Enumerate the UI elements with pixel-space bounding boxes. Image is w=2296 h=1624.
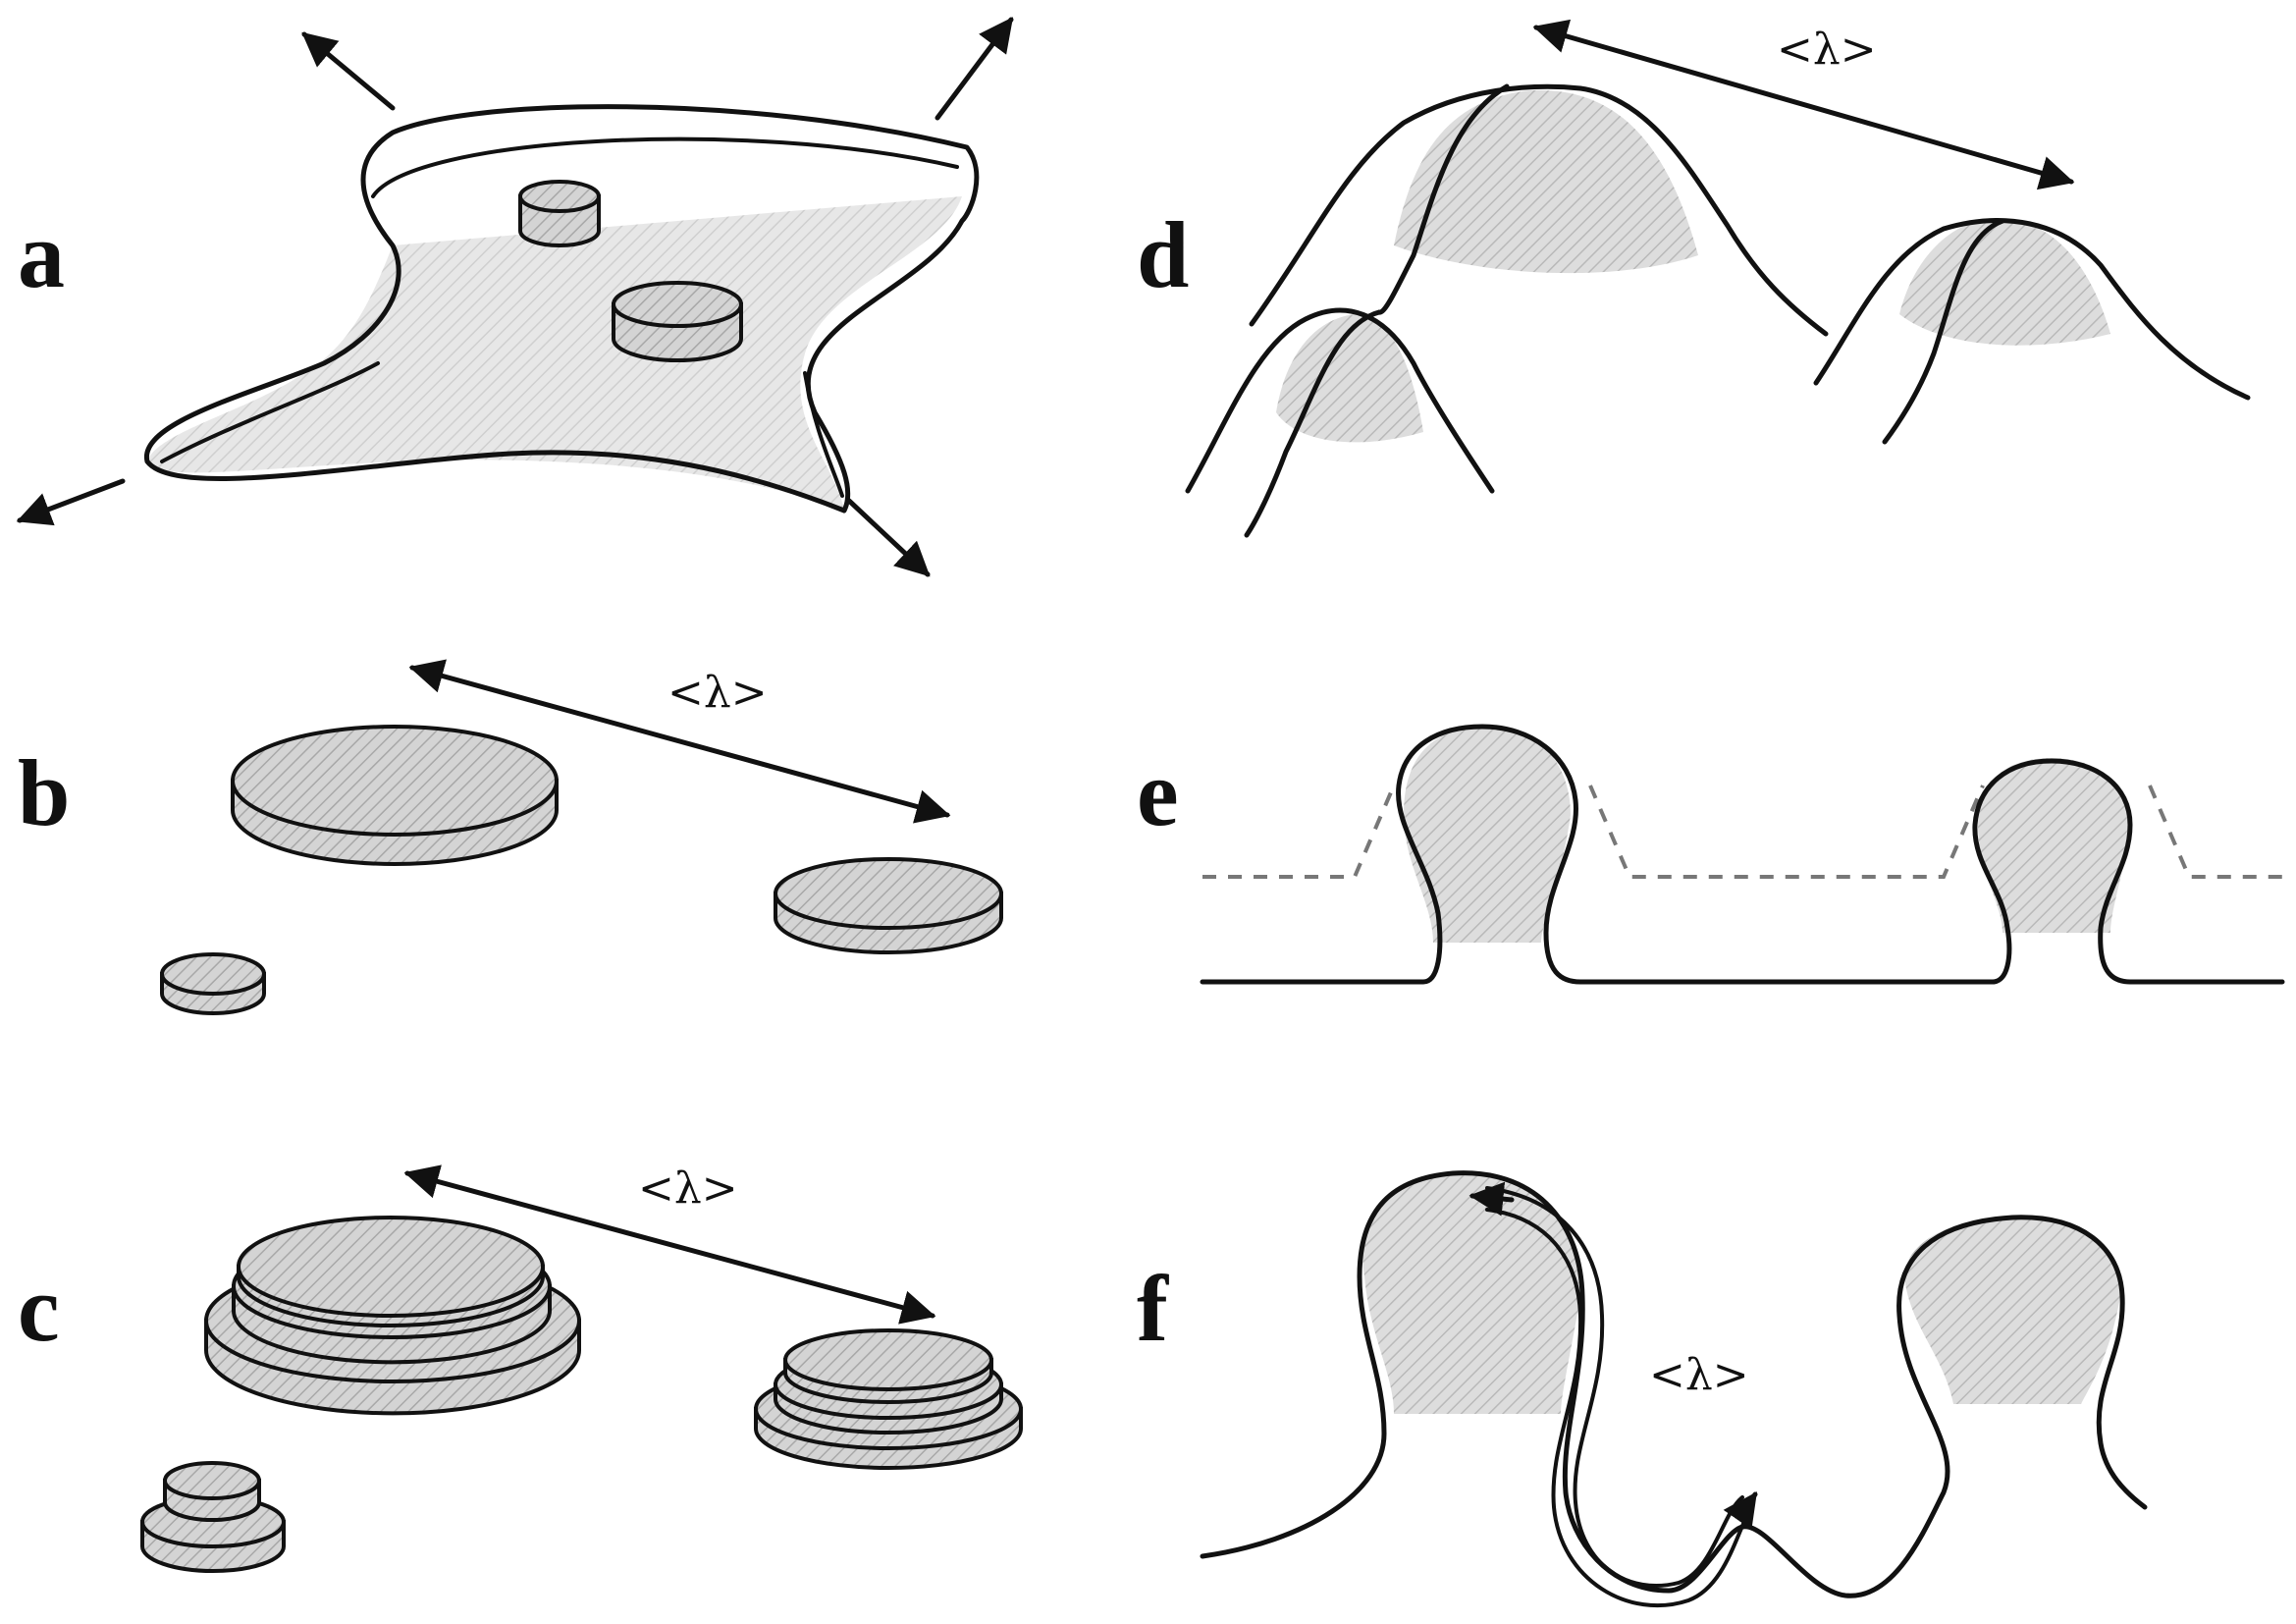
stretch-arrow-bottom-right bbox=[846, 498, 931, 577]
stretch-arrow-top-left bbox=[301, 31, 396, 111]
panel-a: a bbox=[16, 17, 1014, 577]
island-small bbox=[160, 952, 266, 1015]
stretch-arrow-bottom-left bbox=[16, 478, 126, 526]
blob-right-shade bbox=[1904, 1218, 2120, 1404]
island-medium bbox=[612, 281, 743, 362]
spacing-label: <λ> bbox=[667, 668, 768, 718]
mound-small-shade bbox=[1276, 314, 1423, 443]
island-medium bbox=[774, 857, 1003, 954]
stacked-island-small bbox=[140, 1461, 286, 1573]
membrane-edge-right bbox=[803, 371, 844, 498]
panel-c: c <λ> bbox=[18, 1164, 1023, 1573]
panel-letter-c: c bbox=[18, 1256, 60, 1361]
diffusion-arrow-head-top bbox=[1468, 1181, 1515, 1217]
column-left-shade bbox=[1404, 727, 1571, 943]
membrane-edge-left bbox=[160, 361, 380, 463]
diffusion-arrow-head-bottom bbox=[1723, 1491, 1758, 1530]
spacing-arrow bbox=[1532, 19, 2075, 190]
membrane-outline bbox=[144, 104, 980, 514]
mound-large-ridge bbox=[1376, 83, 1510, 315]
spacing-arrow bbox=[403, 1164, 936, 1325]
mound-right-shade bbox=[1899, 217, 2110, 346]
mound-small-ridge bbox=[1244, 309, 1382, 538]
membrane-sheet bbox=[147, 196, 962, 511]
panel-letter-a: a bbox=[18, 202, 65, 307]
panel-e: e bbox=[1137, 724, 2287, 985]
mound-small bbox=[1185, 307, 1495, 494]
island-small bbox=[518, 180, 601, 247]
membrane-rim bbox=[371, 136, 959, 198]
diffusion-path-inner bbox=[1485, 1208, 1754, 1607]
surface-profile bbox=[1200, 1170, 2148, 1598]
initial-surface-dashed bbox=[1202, 785, 2287, 879]
panel-d: d <λ> bbox=[1137, 19, 2251, 538]
stacked-island-medium bbox=[754, 1328, 1023, 1470]
panel-f: f <λ> bbox=[1137, 1170, 2148, 1607]
column-right-shade bbox=[1978, 758, 2130, 933]
panel-letter-f: f bbox=[1137, 1256, 1169, 1361]
island-large bbox=[231, 725, 559, 866]
spacing-label: <λ> bbox=[1649, 1350, 1749, 1400]
blob-left-shade bbox=[1362, 1172, 1580, 1414]
spacing-label: <λ> bbox=[1777, 25, 1877, 75]
spacing-label: <λ> bbox=[638, 1164, 738, 1214]
spacing-arrow bbox=[408, 659, 951, 824]
stretch-arrow-top-right bbox=[934, 17, 1014, 121]
panel-letter-e: e bbox=[1137, 740, 1179, 845]
mound-right bbox=[1813, 218, 2251, 401]
mound-right-ridge bbox=[1882, 218, 2005, 445]
diffusion-path-outer bbox=[1485, 1186, 1744, 1588]
surface-profile bbox=[1200, 724, 2285, 985]
panel-letter-d: d bbox=[1137, 202, 1189, 307]
stacked-island-large bbox=[204, 1216, 581, 1416]
panel-b: b <λ> bbox=[18, 659, 1003, 1015]
panel-letter-b: b bbox=[18, 740, 70, 845]
